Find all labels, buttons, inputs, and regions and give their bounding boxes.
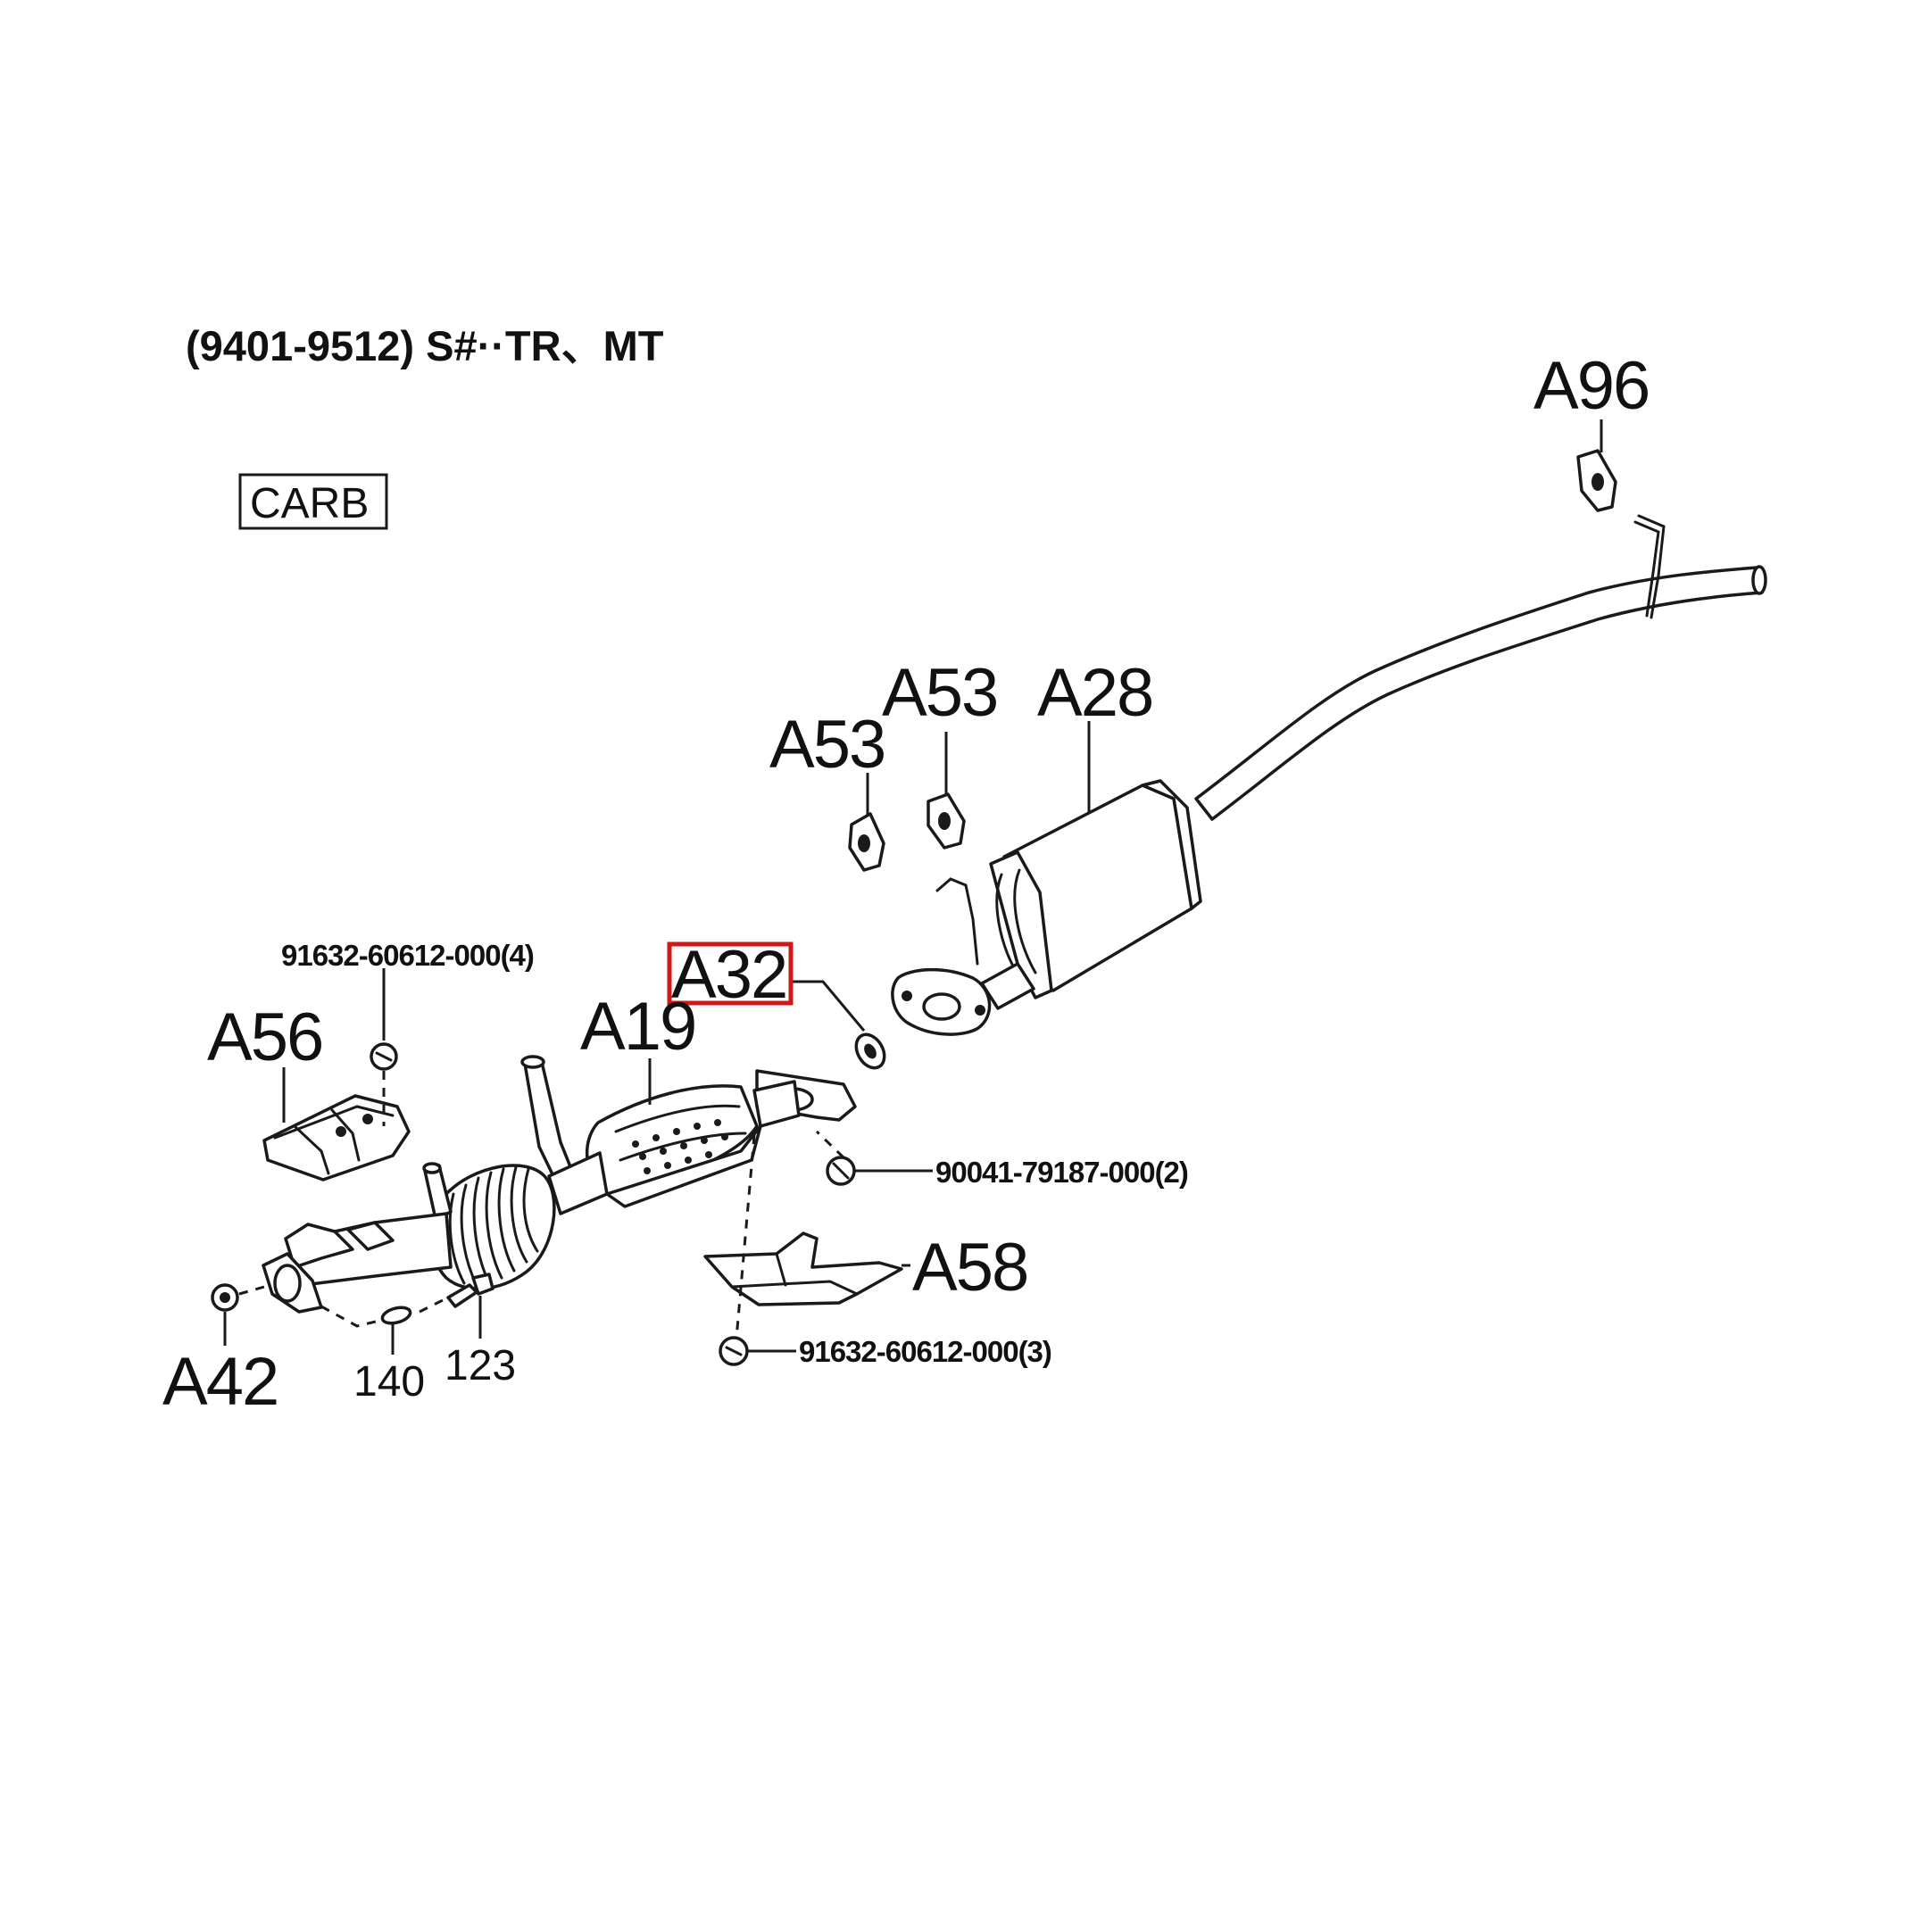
callout-123: 123 xyxy=(445,1342,516,1389)
callout-a32: A32 xyxy=(671,937,786,1013)
callout-a58: A58 xyxy=(912,1230,1027,1306)
callout-a96: A96 xyxy=(1533,348,1649,424)
callout-a19: A19 xyxy=(580,989,695,1065)
highlight-box xyxy=(667,941,794,1006)
callout-a42: A42 xyxy=(162,1344,278,1420)
part-number-upper-bolt: 91632-60612-000(4) xyxy=(281,939,534,972)
bolt-lower xyxy=(719,1336,796,1366)
carb-badge: CARB xyxy=(238,473,388,530)
part-number-nut: 90041-79187-000(2) xyxy=(935,1156,1188,1189)
heat-shield-a58 xyxy=(703,1134,910,1339)
hanger-a96 xyxy=(1576,419,1617,512)
tail-pipe xyxy=(1194,514,1767,821)
hanger-a53-right xyxy=(927,732,966,850)
gasket-a32 xyxy=(793,980,886,1070)
heat-shield-a56 xyxy=(262,1067,411,1182)
callout-140: 140 xyxy=(353,1358,425,1405)
nut-90041 xyxy=(815,1130,933,1186)
nut-a42 xyxy=(211,1283,265,1346)
hanger-a53-left xyxy=(848,773,885,872)
muffler-a28 xyxy=(891,721,1202,1036)
callout-a56: A56 xyxy=(207,999,322,1075)
bolt-upper xyxy=(370,968,398,1126)
callout-a28: A28 xyxy=(1037,655,1152,731)
gasket-140 xyxy=(320,1305,412,1355)
callout-a53-right: A53 xyxy=(882,655,997,731)
part-number-lower-bolt: 91632-60612-000(3) xyxy=(799,1335,1051,1368)
bolt-123 xyxy=(419,1273,494,1339)
callout-a53-left: A53 xyxy=(769,707,885,783)
carb-label: CARB xyxy=(250,480,369,527)
front-pipe-a19 xyxy=(262,1055,857,1314)
model-range-text: (9401-9512) S#··TR、MT xyxy=(186,322,664,369)
